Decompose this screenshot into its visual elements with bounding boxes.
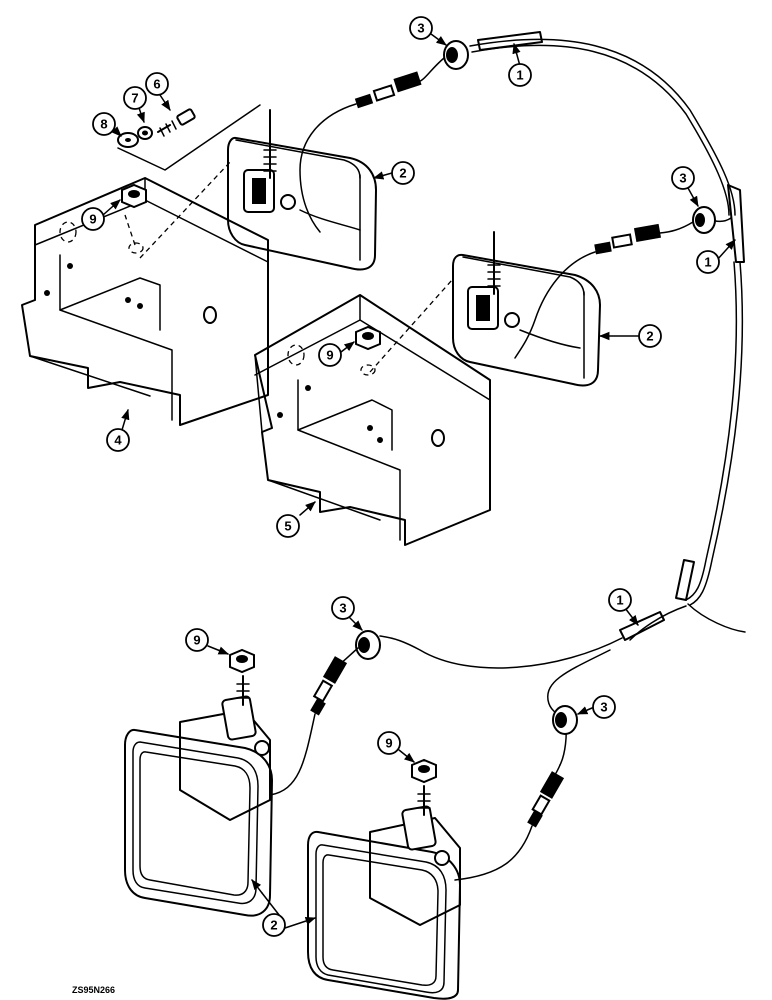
callout-4: 4 <box>106 428 130 452</box>
connector-top <box>299 57 445 233</box>
callout-9-lower-left: 9 <box>185 628 209 652</box>
connector-lower-right <box>454 764 565 881</box>
nut-9-lower-left <box>229 648 255 674</box>
callout-1-right: 1 <box>696 250 720 274</box>
callout-3-lower-left: 3 <box>331 596 355 620</box>
mounting-bracket-right <box>254 294 491 546</box>
callout-label: 2 <box>270 918 277 933</box>
callout-3-top: 3 <box>409 16 433 40</box>
figure-code: ZS95N266 <box>72 985 115 995</box>
alignment-line-4 <box>124 159 233 259</box>
lock-washer-7 <box>137 126 153 140</box>
grommet-lower-right <box>552 705 578 735</box>
callout-9-bracket-left: 9 <box>81 207 105 231</box>
nut-9-bracket-right <box>355 325 381 351</box>
connector-right <box>514 221 694 359</box>
mounting-bracket-left <box>21 177 269 426</box>
callout-7: 7 <box>123 86 147 110</box>
callout-1-top: 1 <box>508 63 532 87</box>
callout-label: 3 <box>417 21 424 36</box>
callout-2-upper-left: 2 <box>391 161 415 185</box>
callout-2-upper-right: 2 <box>638 324 662 348</box>
callout-label: 9 <box>89 212 96 227</box>
callout-5: 5 <box>276 514 300 538</box>
alignment-line-4b <box>117 104 261 171</box>
work-light-upper-left <box>227 109 377 271</box>
callout-label: 1 <box>704 255 711 270</box>
callout-3-lower-right: 3 <box>592 695 616 719</box>
callout-9-lower-right: 9 <box>377 731 401 755</box>
callout-label: 8 <box>100 117 107 132</box>
connector-lower-left <box>269 647 359 796</box>
callout-label: 5 <box>284 519 291 534</box>
wiring-harness <box>379 31 746 766</box>
callout-label: 6 <box>153 77 160 92</box>
callout-1-lower: 1 <box>608 588 632 612</box>
callout-9-bracket-right: 9 <box>318 343 342 367</box>
grommet-right <box>692 206 716 234</box>
callout-label: 4 <box>114 433 122 448</box>
bolt-6 <box>157 108 196 137</box>
flat-washer-8 <box>117 132 139 148</box>
callout-8: 8 <box>92 112 116 136</box>
callout-label: 9 <box>326 348 333 363</box>
callout-label: 2 <box>399 166 406 181</box>
callout-2-lower: 2 <box>262 913 286 937</box>
work-light-upper-right <box>452 231 601 387</box>
nut-9-lower-right <box>411 758 437 784</box>
callout-label: 3 <box>679 171 686 186</box>
nut-9-bracket-left <box>121 183 147 209</box>
callout-label: 9 <box>385 736 392 751</box>
callout-label: 7 <box>131 91 138 106</box>
callout-label: 2 <box>646 329 653 344</box>
callout-label: 3 <box>339 601 346 616</box>
callout-3-right: 3 <box>671 166 695 190</box>
callout-label: 1 <box>516 68 523 83</box>
callout-label: 1 <box>616 593 623 608</box>
work-light-lower-left <box>124 675 273 917</box>
alignment-line-5 <box>369 279 453 373</box>
callout-label: 3 <box>600 700 607 715</box>
grommet-lower-left <box>355 630 381 660</box>
grommet-top <box>443 40 469 70</box>
work-light-lower-right <box>307 785 461 1000</box>
callout-label: 9 <box>193 633 200 648</box>
callout-6: 6 <box>145 72 169 96</box>
leader-lines <box>102 33 736 929</box>
